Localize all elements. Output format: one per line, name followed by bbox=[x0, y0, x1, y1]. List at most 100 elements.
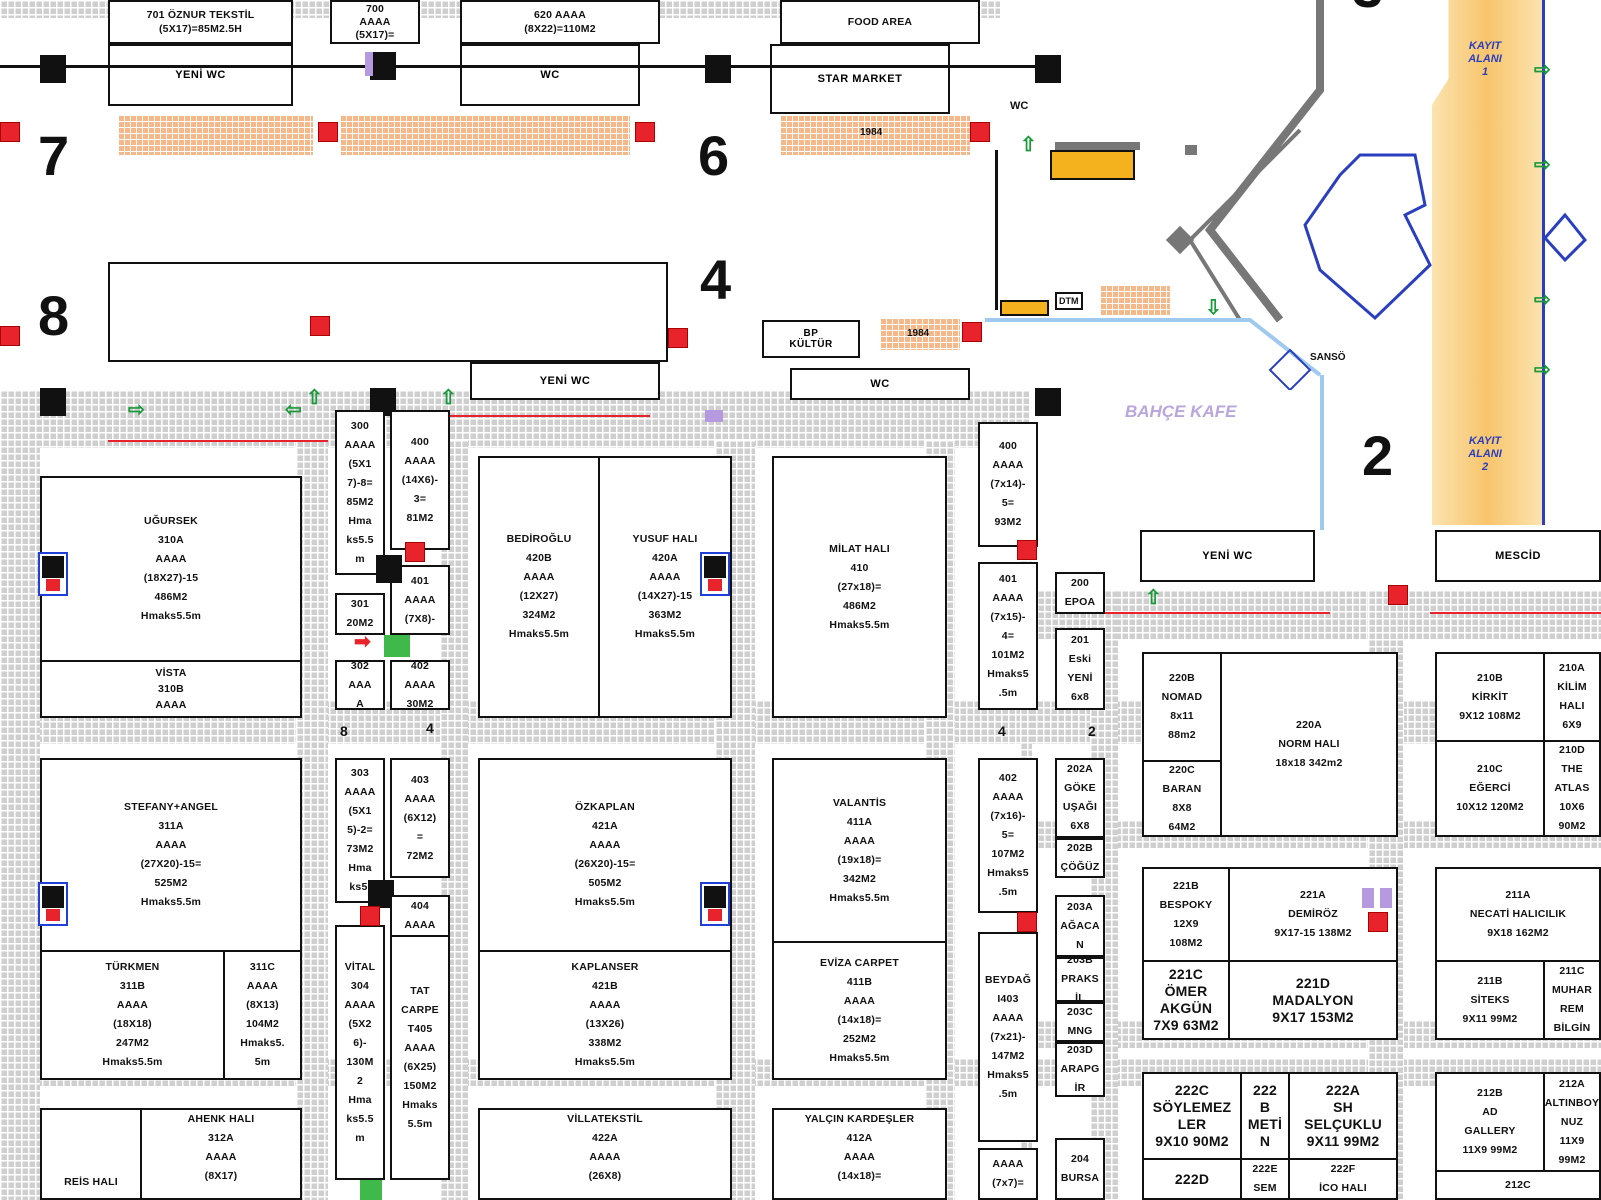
star-market[interactable]: STAR MARKET bbox=[770, 44, 950, 114]
booth-202b[interactable]: 202B ÇÖĞÜZ bbox=[1055, 838, 1105, 878]
kultur-room[interactable]: BP KÜLTÜR bbox=[762, 320, 860, 358]
booth-403[interactable]: 403 AAAA (6X12) = 72M2 bbox=[390, 758, 450, 878]
booth-404r[interactable]: AAAA (7x7)= bbox=[978, 1148, 1038, 1200]
booth-303[interactable]: 303 AAAA (5X1 5)-2= 73M2 Hma ks5. bbox=[335, 758, 385, 903]
booth-label: 222F İCO HALI bbox=[1319, 1163, 1367, 1194]
booth-label: 222D bbox=[1174, 1170, 1210, 1187]
booth-212b[interactable]: 212B AD GALLERY 11X9 99M2 bbox=[1435, 1072, 1545, 1172]
booth-310a[interactable]: UĞURSEK 310A AAAA (18X27)-15 486M2 Hmaks… bbox=[40, 476, 302, 662]
booth-312b[interactable]: REİS HALI bbox=[40, 1108, 142, 1200]
booth-label: 212B AD GALLERY 11X9 99M2 bbox=[1462, 1087, 1518, 1156]
booth-222d[interactable]: 222D bbox=[1142, 1158, 1242, 1200]
booth-421a[interactable]: ÖZKAPLAN 421A AAAA (26X20)-15= 505M2 Hma… bbox=[478, 758, 732, 952]
booth-210d[interactable]: 210D THE ATLAS 10X6 90M2 bbox=[1543, 740, 1601, 837]
purple-marker bbox=[365, 52, 373, 76]
booth-221b[interactable]: 221B BESPOKY 12X9 108M2 bbox=[1142, 867, 1230, 962]
booth-label: ÖZKAPLAN 421A AAAA (26X20)-15= 505M2 Hma… bbox=[574, 801, 636, 908]
booth-410[interactable]: MİLAT HALI 410 (27x18)= 486M2 Hmaks5.5m bbox=[772, 456, 947, 718]
booth-221c[interactable]: 221C ÖMER AKGÜN 7X9 63M2 bbox=[1142, 960, 1230, 1040]
registration-area bbox=[1432, 0, 1542, 525]
booth-304[interactable]: VİTAL 304 AAAA (5X2 6)- 130M 2 Hma ks5.5… bbox=[335, 925, 385, 1180]
exit-sign bbox=[0, 122, 20, 142]
booth-701[interactable]: 701 ÖZNUR TEKSTİL (5X17)=85M2.5H bbox=[108, 0, 293, 44]
booth-620[interactable]: 620 AAAA (8X22)=110M2 bbox=[460, 0, 660, 44]
hall-number-3: 3 bbox=[1352, 0, 1383, 16]
booth-400[interactable]: 400 AAAA (14X6)- 3= 81M2 bbox=[390, 410, 450, 550]
booth-421b[interactable]: KAPLANSER 421B AAAA (13X26) 338M2 Hmaks5… bbox=[478, 950, 732, 1080]
booth-403r[interactable]: BEYDAĞ I403 AAAA (7x21)- 147M2 Hmaks5 .5… bbox=[978, 932, 1038, 1142]
booth-222a[interactable]: 222A SH SELÇUKLU 9X11 99M2 bbox=[1288, 1072, 1398, 1160]
booth-404[interactable]: 404 AAAA bbox=[390, 895, 450, 937]
booth-label: 203C MNG bbox=[1067, 1006, 1093, 1037]
booth-201[interactable]: 201 Eski YENİ 6x8 bbox=[1055, 628, 1105, 710]
booth-203c[interactable]: 203C MNG bbox=[1055, 1002, 1105, 1042]
booth-311a[interactable]: STEFANY+ANGEL 311A AAAA (27X20)-15= 525M… bbox=[40, 758, 302, 952]
booth-label: 300 AAAA (5X1 7)-8= 85M2 Hma ks5.5 m bbox=[344, 419, 376, 565]
booth-220a[interactable]: 220A NORM HALI 18x18 342m2 bbox=[1220, 652, 1398, 837]
booth-222e[interactable]: 222E SEM bbox=[1240, 1158, 1290, 1200]
booth-301[interactable]: 301 20M2 bbox=[335, 593, 385, 635]
booth-203a[interactable]: 203A AĞACA N bbox=[1055, 895, 1105, 957]
booth-402[interactable]: 402 AAAA 30M2 bbox=[390, 660, 450, 710]
booth-402r[interactable]: 402 AAAA (7x16)- 5= 107M2 Hmaks5 .5m bbox=[978, 758, 1038, 913]
booth-203d[interactable]: 203D ARAPG İR bbox=[1055, 1042, 1105, 1097]
booth-212c[interactable]: 212C bbox=[1435, 1170, 1601, 1200]
booth-401[interactable]: 401 AAAA (7X8)- bbox=[390, 565, 450, 635]
booth-310b[interactable]: VİSTA 310B AAAA bbox=[40, 660, 302, 718]
red-arrow: ➡ bbox=[354, 631, 371, 653]
booth-label: 203D ARAPG İR bbox=[1060, 1044, 1100, 1094]
booth-411a[interactable]: VALANTİS 411A AAAA (19x18)= 342M2 Hmaks5… bbox=[772, 758, 947, 943]
booth-210b[interactable]: 210B KİRKİT 9X12 108M2 bbox=[1435, 652, 1545, 742]
wc-hall2[interactable]: YENİ WC bbox=[1140, 530, 1315, 582]
booth-311b[interactable]: TÜRKMEN 311B AAAA (18X18) 247M2 Hmaks5.5… bbox=[40, 950, 225, 1080]
booth-label: UĞURSEK 310A AAAA (18X27)-15 486M2 Hmaks… bbox=[140, 515, 202, 622]
booth-label: 210C EĞERCİ 10X12 120M2 bbox=[1456, 763, 1524, 813]
booth-label: EVİZA CARPET 411B AAAA (14x18)= 252M2 Hm… bbox=[819, 956, 900, 1064]
wc-top-left[interactable]: YENİ WC bbox=[108, 44, 293, 106]
booth-220b[interactable]: 220B NOMAD 8x11 88m2 bbox=[1142, 652, 1222, 762]
booth-302[interactable]: 302 AAA A bbox=[335, 660, 385, 710]
booth-401r[interactable]: 401 AAAA (7x15)- 4= 101M2 Hmaks5 .5m bbox=[978, 562, 1038, 710]
booth-400r[interactable]: 400 AAAA (7x14)- 5= 93M2 bbox=[978, 422, 1038, 547]
booth-221d[interactable]: 221D MADALYON 9X17 153M2 bbox=[1228, 960, 1398, 1040]
green-box bbox=[360, 1180, 382, 1200]
booth-204[interactable]: 204 BURSA bbox=[1055, 1138, 1105, 1200]
booth-222c[interactable]: 222C SÖYLEMEZ LER 9X10 90M2 bbox=[1142, 1072, 1242, 1160]
booth-label: TAT CARPE T405 AAAA (6X25) 150M2 Hmaks 5… bbox=[401, 984, 439, 1130]
booth-220c[interactable]: 220C BARAN 8X8 64M2 bbox=[1142, 760, 1222, 837]
wc-top-mid[interactable]: WC bbox=[460, 44, 640, 106]
booth-label: 302 AAA A bbox=[348, 660, 372, 710]
booth-222f[interactable]: 222F İCO HALI bbox=[1288, 1158, 1398, 1200]
booth-210a[interactable]: 210A KİLİM HALI 6X9 bbox=[1543, 652, 1601, 742]
booth-211b[interactable]: 211B SİTEKS 9X11 99M2 bbox=[1435, 960, 1545, 1040]
booth-label: 211A NECATİ HALICILIK 9X18 162M2 bbox=[1469, 889, 1567, 939]
booth-311c[interactable]: 311C AAAA (8X13) 104M2 Hmaks5. 5m bbox=[223, 950, 302, 1080]
booth-202a[interactable]: 202A GÖKE UŞAĞI 6X8 bbox=[1055, 758, 1105, 838]
booth-211c[interactable]: 211C MUHAR REM BİLGİN bbox=[1543, 960, 1601, 1040]
wc-hall4-right[interactable]: WC bbox=[790, 368, 970, 400]
hall-number-2: 2 bbox=[1362, 424, 1394, 487]
booth-203b[interactable]: 203B PRAKS İL bbox=[1055, 957, 1105, 1002]
wc-label-right: WC bbox=[1010, 100, 1029, 112]
food-area[interactable]: FOOD AREA bbox=[780, 0, 980, 44]
booth-200[interactable]: 200 EPOA bbox=[1055, 572, 1105, 614]
booth-405[interactable]: TAT CARPE T405 AAAA (6X25) 150M2 Hmaks 5… bbox=[390, 935, 450, 1180]
booth-label: 301 20M2 bbox=[346, 598, 374, 629]
booth-312a[interactable]: AHENK HALI 312A AAAA (8X17) bbox=[140, 1108, 302, 1200]
booth-422a[interactable]: VİLLATEKSTİL 422A AAAA (26X8) bbox=[478, 1108, 732, 1200]
booth-700[interactable]: 700 AAAA (5X17)= bbox=[330, 0, 420, 44]
booth-420a[interactable]: YUSUF HALI 420A AAAA (14X27)-15 363M2 Hm… bbox=[598, 456, 732, 718]
booth-411b[interactable]: EVİZA CARPET 411B AAAA (14x18)= 252M2 Hm… bbox=[772, 941, 947, 1080]
booth-412a[interactable]: YALÇIN KARDEŞLER 412A AAAA (14x18)= bbox=[772, 1108, 947, 1200]
booth-300[interactable]: 300 AAAA (5X1 7)-8= 85M2 Hma ks5.5 m bbox=[335, 410, 385, 575]
booth-211a[interactable]: 211A NECATİ HALICILIK 9X18 162M2 bbox=[1435, 867, 1601, 962]
booth-212a[interactable]: 212A ALTINBOY NUZ 11X9 99M2 bbox=[1543, 1072, 1601, 1172]
booth-222b[interactable]: 222 B METİ N bbox=[1240, 1072, 1290, 1160]
booth-label: REİS HALI bbox=[64, 1176, 118, 1188]
wc-hall4-left[interactable]: YENİ WC bbox=[470, 362, 660, 400]
hall4-block[interactable] bbox=[108, 262, 668, 362]
mescid-room[interactable]: MESCİD bbox=[1435, 530, 1601, 582]
booth-210c[interactable]: 210C EĞERCİ 10X12 120M2 bbox=[1435, 740, 1545, 837]
booth-label: BEDİROĞLU 420B AAAA (12X27) 324M2 Hmaks5… bbox=[506, 533, 572, 640]
booth-420b[interactable]: BEDİROĞLU 420B AAAA (12X27) 324M2 Hmaks5… bbox=[478, 456, 600, 718]
